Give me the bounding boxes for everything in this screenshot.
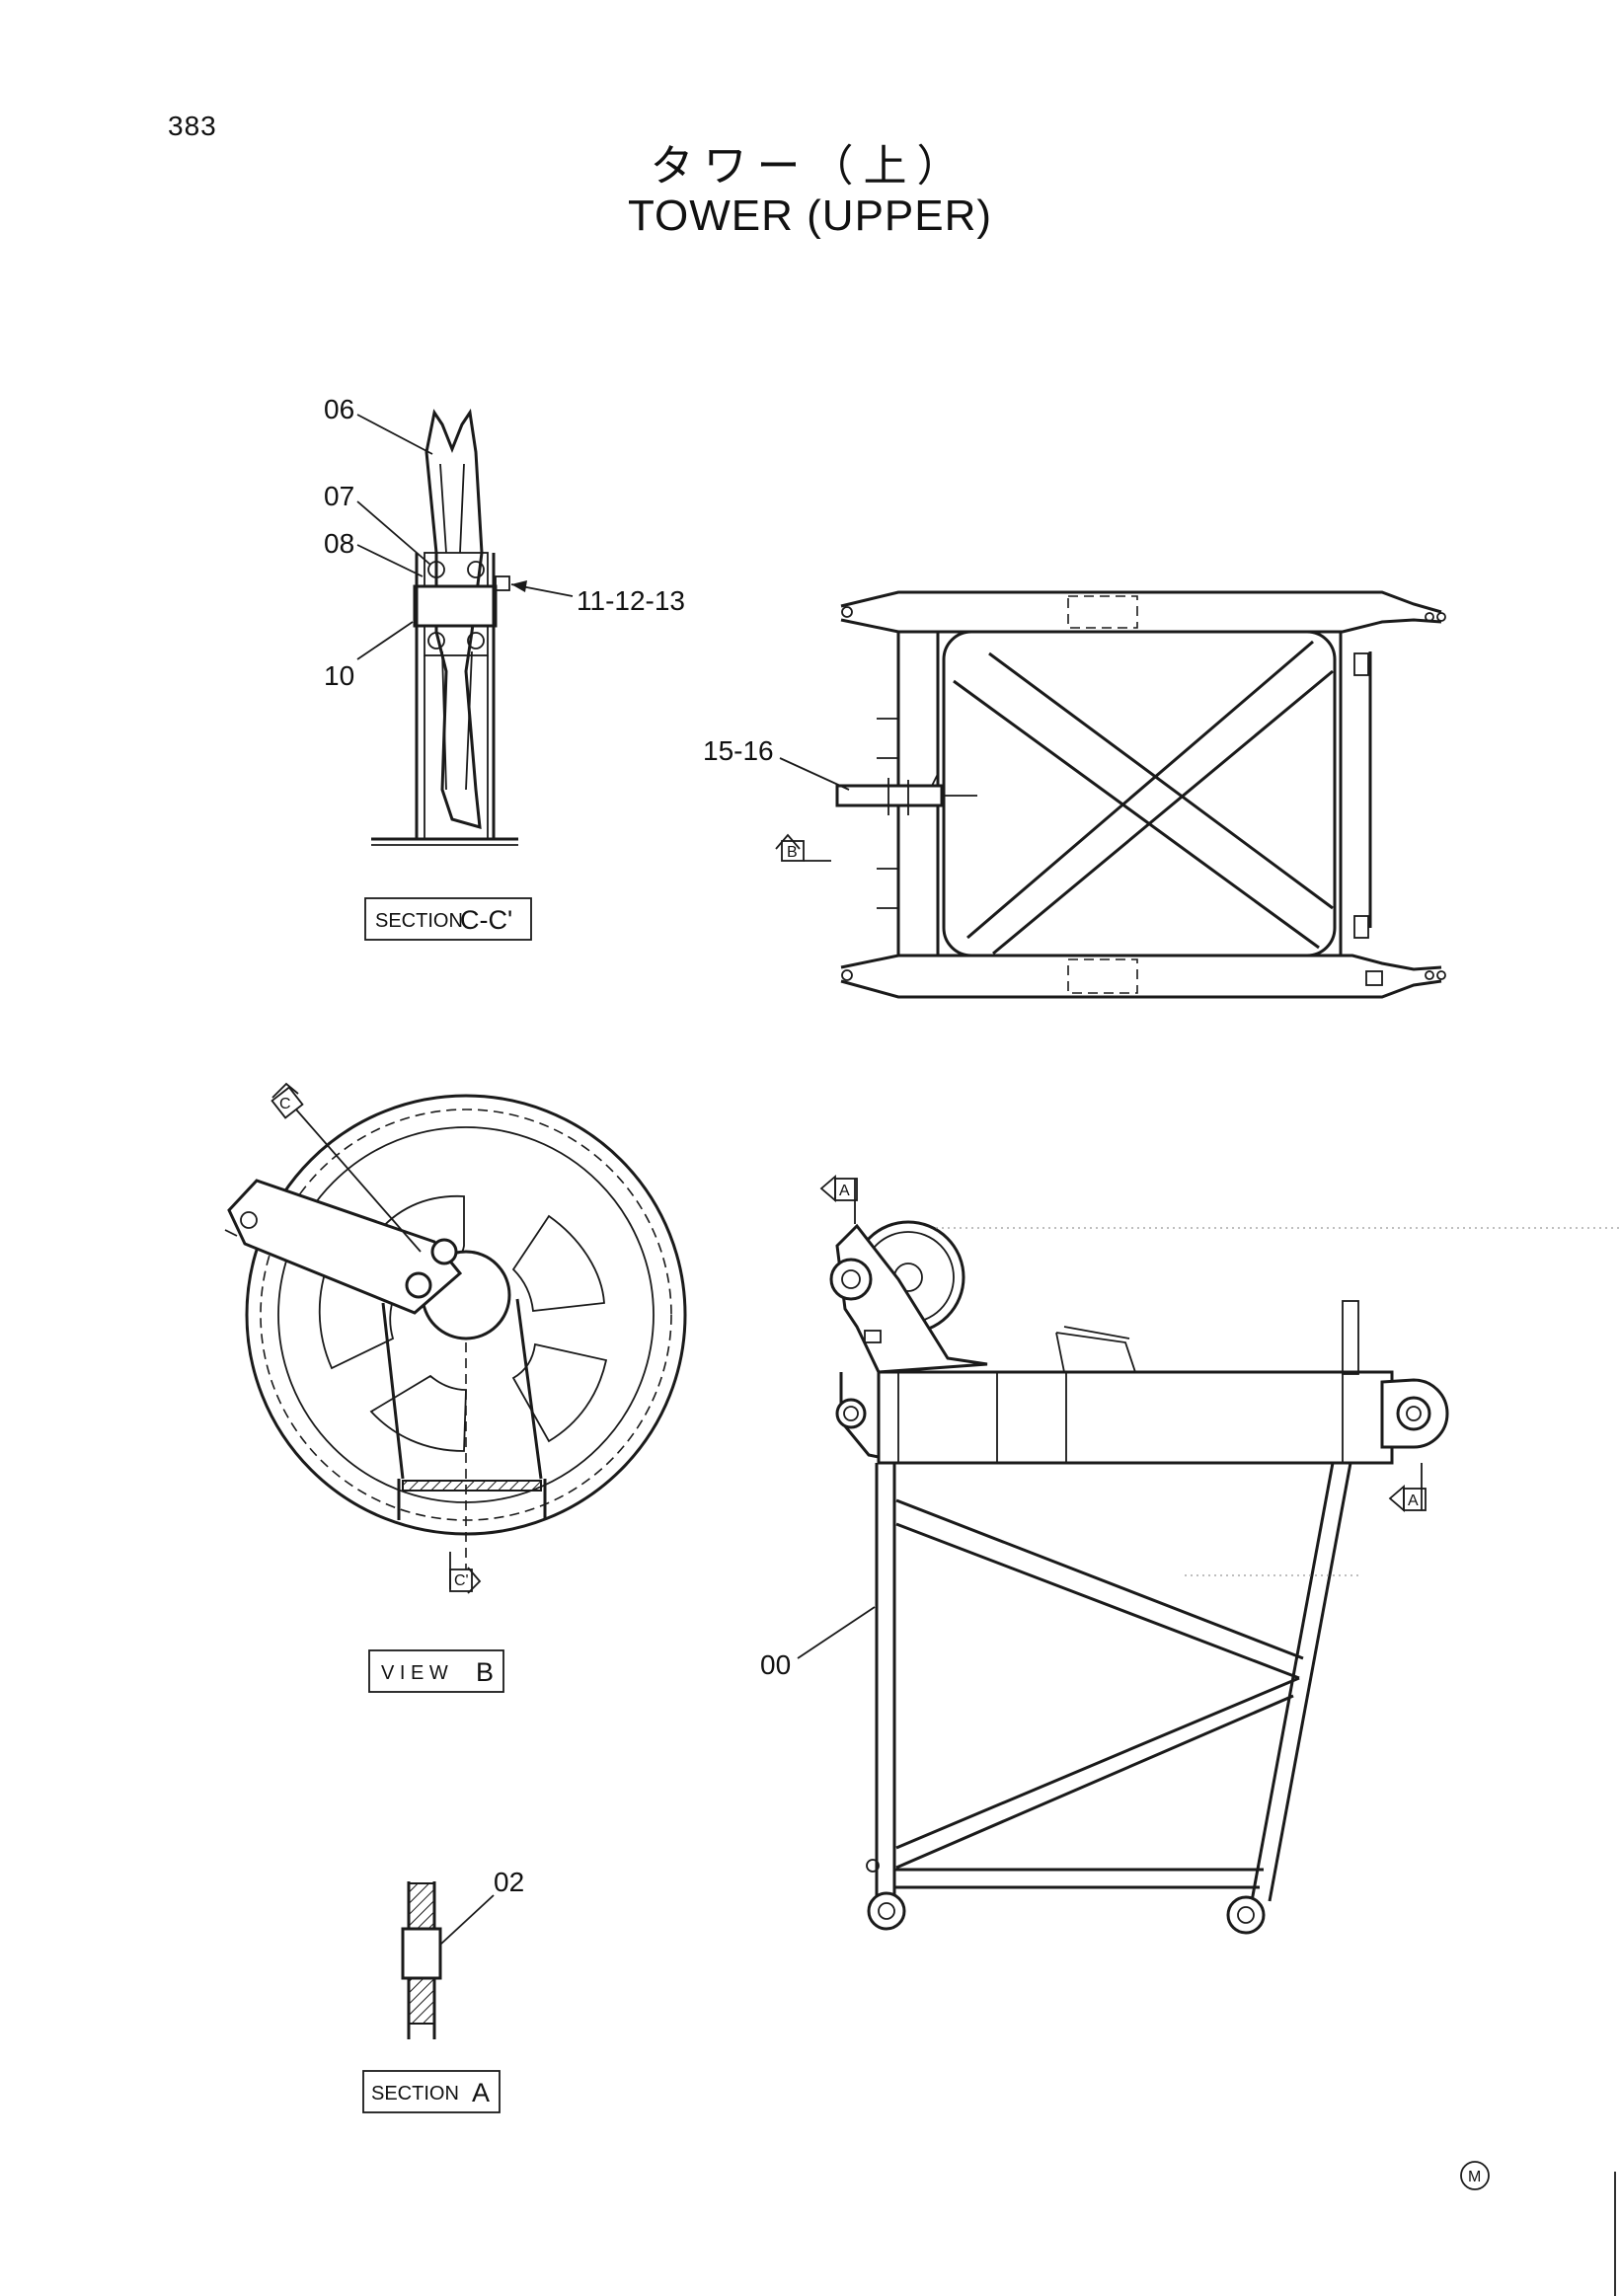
part-label-02: 02 [494,1867,524,1897]
section-cc-word: SECTION [375,910,463,932]
part-label-06: 06 [324,394,354,424]
section-arrow-a-right: A [1408,1492,1419,1509]
view-b-drawing [224,1082,687,1594]
part-label-00: 00 [760,1649,791,1680]
section-arrow-c-top: C [279,1096,291,1112]
title-english: TOWER (UPPER) [627,191,993,240]
section-cc-label-box: SECTION C-C' [364,897,532,941]
section-a-id: A [472,2078,490,2107]
title-japanese: タワー（上） [650,141,970,191]
section-arrow-a-top: A [839,1183,850,1199]
part-label-08: 08 [324,528,354,559]
section-a-drawing [401,1881,495,2039]
tower-side-view [797,1175,1620,1935]
view-arrow-b: B [787,844,798,861]
section-arrow-c-bottom: C' [454,1572,469,1589]
section-cc-drawing [356,408,574,846]
m-mark-letter: M [1468,2169,1481,2185]
part-label-10: 10 [324,660,354,691]
view-b-word: V I E W [381,1662,448,1684]
page-number: 383 [168,111,217,141]
section-a-word: SECTION [371,2083,459,2105]
part-label-07: 07 [324,481,354,511]
part-label-11-12-13: 11-12-13 [577,585,685,616]
section-cc-id: C-C' [460,905,512,935]
m-mark: M [1460,2161,1490,2190]
view-b-id: B [476,1657,494,1687]
part-label-15-16: 15-16 [703,735,774,766]
view-b-label-box: V I E W B [368,1649,504,1693]
tower-top-view [775,590,1446,999]
section-a-label-box: SECTION A [362,2070,501,2113]
